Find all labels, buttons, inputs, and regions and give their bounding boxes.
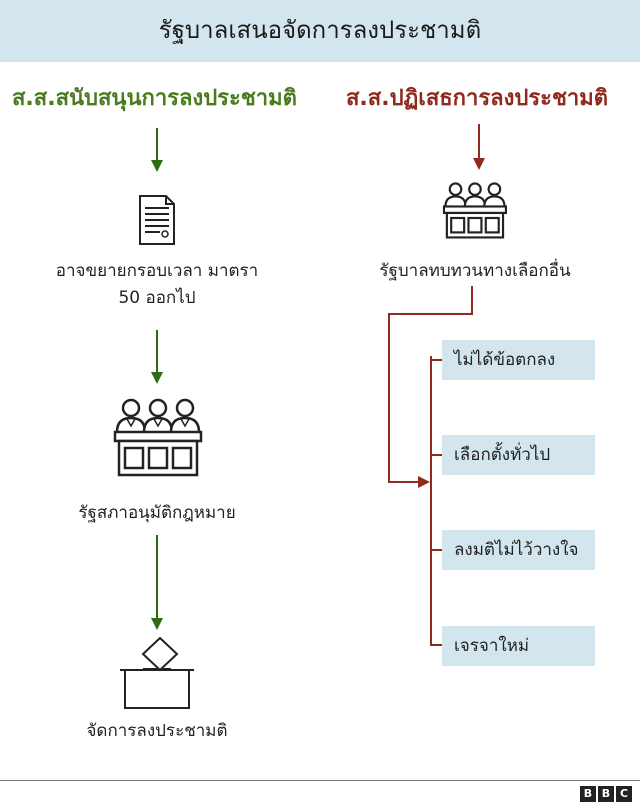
logo-letter: B xyxy=(580,786,596,802)
bbc-logo: B B C xyxy=(580,786,632,802)
page-title: รัฐบาลเสนอจัดการลงประชามติ xyxy=(158,16,482,44)
step-extend-label-line2: 50 ออกไป xyxy=(118,288,196,308)
ballot-box-icon xyxy=(120,636,194,709)
step-extend-label-line1: อาจขยายกรอบเวลา มาตรา xyxy=(55,261,259,281)
parliament-icon xyxy=(442,182,507,239)
arrow-down-icon xyxy=(151,535,163,630)
review-alternatives-label: รัฐบาลทบทวนทางเลือกอื่น xyxy=(379,261,571,281)
parliament-icon xyxy=(113,398,203,477)
support-column-title: ส.ส.สนับสนุนการลงประชามติ xyxy=(12,86,297,111)
options-connector xyxy=(388,286,473,646)
reject-column-title: ส.ส.ปฏิเสธการลงประชามติ xyxy=(346,86,609,111)
option-renegotiate: เจรจาใหม่ xyxy=(442,626,595,666)
arrow-down-icon xyxy=(151,330,163,384)
document-icon xyxy=(139,195,175,245)
logo-letter: B xyxy=(598,786,614,802)
arrow-right-icon xyxy=(418,476,430,488)
option-no-confidence: ลงมติไม่ไว้วางใจ xyxy=(442,530,595,570)
header-banner xyxy=(0,0,640,62)
logo-letter: C xyxy=(616,786,632,802)
option-no-deal: ไม่ได้ข้อตกลง xyxy=(442,340,595,380)
arrow-down-icon xyxy=(473,124,485,170)
step-approve-label: รัฐสภาอนุมัติกฎหมาย xyxy=(78,503,236,523)
step-referendum-label: จัดการลงประชามติ xyxy=(86,721,228,741)
footer-divider xyxy=(0,780,640,781)
arrow-down-icon xyxy=(151,128,163,172)
option-general-election: เลือกตั้งทั่วไป xyxy=(442,435,595,475)
